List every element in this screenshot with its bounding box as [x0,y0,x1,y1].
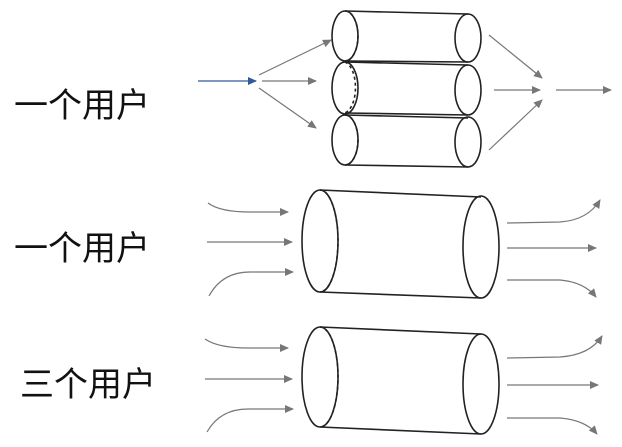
row-1-label: 一个用户 [14,86,150,126]
row-3-diagram: 三个用户 [20,326,603,435]
row-1-pipe-top [331,10,482,63]
row-1-pipe-middle [331,61,482,116]
row-3-inflow-arrow-bottom [206,405,294,433]
row-3-label: 三个用户 [20,365,156,405]
row-2-inflow-arrow-top [207,202,289,216]
row-3-outflow-arrow-bottom [507,417,598,435]
row-2-inflow-arrow-bottom [208,268,294,297]
row-2-label: 一个用户 [14,229,150,269]
row-1-pipe-bottom [331,114,482,168]
row-1-diagram: 一个用户 [14,10,612,168]
row-1-fanout-arrow-bottom [258,87,317,129]
row-3-inflow-arrow-top [204,338,289,352]
row-1-fanout-arrow-top [258,39,332,76]
row-1-fanin-arrow-bottom [488,99,543,151]
row-3-outflow-arrow-top [506,335,603,359]
row-1-fanin-arrow-top [488,34,543,79]
row-2-diagram: 一个用户 [14,189,601,299]
row-2-outflow-arrow-top [506,199,601,224]
row-3-pipe [301,326,500,435]
row-2-outflow-arrow-bottom [507,279,597,298]
row-2-pipe [301,189,500,299]
